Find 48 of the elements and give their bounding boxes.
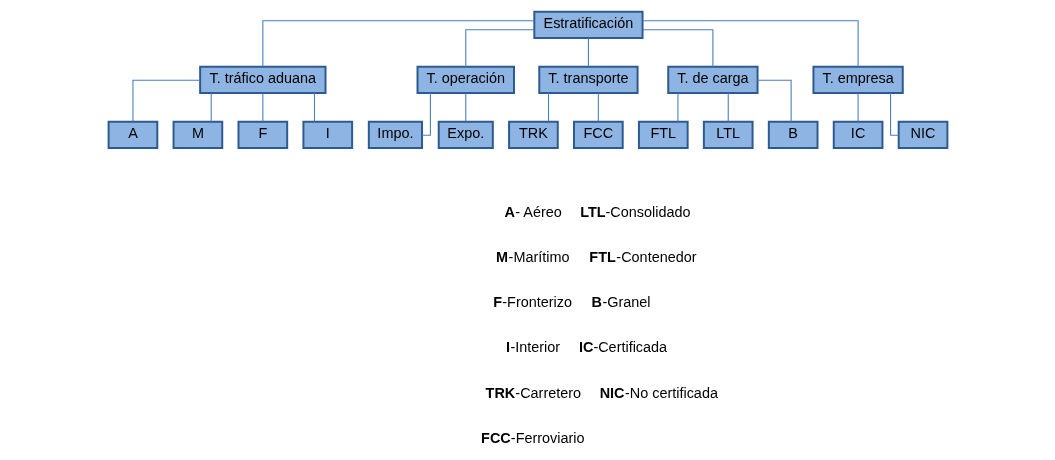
connector — [261, 92, 263, 123]
node-box: M — [172, 120, 223, 149]
connector — [597, 92, 599, 123]
label: FTL-Contenedor — [588, 249, 697, 266]
node-box: IC — [832, 120, 883, 149]
node-box: FCC — [572, 120, 624, 149]
label: A- Aéreo — [504, 204, 562, 221]
node-box: B — [767, 120, 818, 149]
label: LTL-Consolidado — [579, 204, 691, 221]
node-box: FTL — [637, 120, 689, 149]
connector — [756, 79, 792, 123]
node-box: TRK — [507, 120, 559, 149]
node-box: I — [301, 120, 353, 149]
connector — [464, 29, 535, 68]
connector — [313, 92, 315, 123]
node-box: F — [237, 120, 288, 149]
node-box: T. operación — [416, 65, 515, 94]
connector — [857, 92, 859, 123]
connector — [131, 79, 200, 123]
connector — [587, 37, 589, 68]
connector — [464, 92, 466, 123]
connector — [889, 92, 899, 136]
label: M-Marítimo — [495, 249, 570, 266]
node-box: LTL — [702, 120, 754, 149]
label: I-Interior — [505, 339, 560, 356]
node-box: T. transporte — [537, 65, 639, 94]
node-box: A — [107, 120, 158, 149]
connector — [547, 92, 549, 123]
node-box: T. de carga — [666, 65, 759, 94]
node-box: Impo. — [367, 120, 423, 149]
connector — [641, 29, 713, 68]
label: TRK-Carretero — [485, 384, 581, 401]
connector — [641, 20, 859, 68]
node-box: Expo. — [437, 120, 494, 149]
label: F-Fronterizo — [492, 294, 572, 311]
node-box: NIC — [897, 120, 948, 149]
label: NIC-No certificada — [599, 384, 718, 401]
connector — [421, 92, 431, 136]
label: FCC-Ferroviario — [480, 429, 585, 446]
label: IC-Certificada — [578, 339, 667, 356]
node-box: T. empresa — [811, 65, 904, 94]
connector — [210, 92, 212, 123]
node-box: Estratificación — [532, 10, 644, 39]
connector — [676, 92, 678, 123]
node-box: T. tráfico aduana — [198, 65, 326, 94]
connector — [727, 92, 729, 123]
connector — [261, 20, 535, 68]
label: B-Granel — [591, 294, 650, 311]
